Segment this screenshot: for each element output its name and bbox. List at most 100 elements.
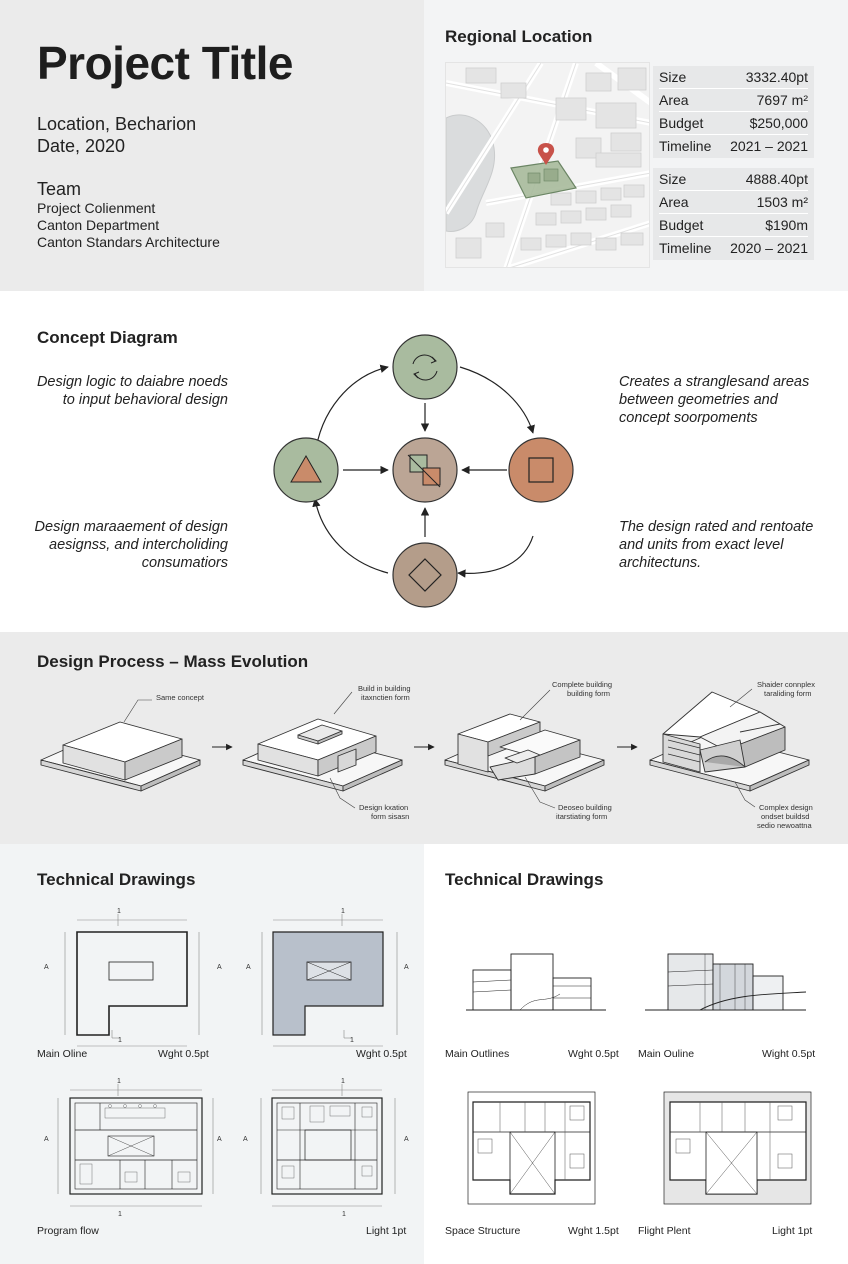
drawing-caption: Main Oline (37, 1048, 88, 1060)
concept-heading: Concept Diagram (37, 328, 178, 347)
concept-text-line: Design logic to daiabre noeds (36, 374, 228, 390)
process-note: Design kxation (359, 803, 408, 812)
concept-text-line: aesignss, and intercholiding (49, 537, 228, 553)
elevation-main-ouline (645, 953, 807, 1011)
stat-value: $250,000 (749, 115, 808, 131)
dim-mark: A (246, 964, 251, 971)
concept-inward-arrows (343, 403, 507, 537)
concept-section: Concept Diagram Design logic to daiabre … (0, 291, 848, 632)
stat-label: Size (659, 171, 687, 187)
concept-text-top-right: Creates a stranglesand areas between geo… (619, 373, 809, 427)
concept-text-line: Design maraaement of design (34, 519, 228, 535)
design-process-heading: Design Process – Mass Evolution (37, 652, 309, 671)
team-member: Canton Department (37, 217, 160, 233)
plan-filled (261, 914, 398, 1047)
process-note: sedio newoattna (757, 821, 812, 830)
concept-text-bottom-left: Design maraaement of design aesignss, an… (35, 518, 228, 572)
concept-text-line: to input behavioral design (62, 392, 228, 408)
drawing-weight: Light 1pt (366, 1225, 407, 1237)
design-process-section: Design Process – Mass Evolution (0, 632, 848, 844)
stats-row: Budget$190m (659, 214, 808, 237)
technical-right-heading: Technical Drawings (445, 870, 604, 889)
stat-label: Timeline (659, 240, 712, 256)
process-note: Same concept (156, 693, 205, 702)
plan-light (260, 1084, 396, 1207)
team-member: Project Colienment (37, 200, 156, 216)
concept-text-line: architectuns. (619, 555, 702, 571)
concept-text-top-left: Design logic to daiabre noeds to input b… (37, 373, 228, 409)
stat-label: Size (659, 69, 687, 85)
concept-node-center (392, 437, 458, 503)
stats-row: Timeline 2020 – 2021 (659, 237, 808, 260)
drawing-caption: Space Structure (445, 1225, 521, 1237)
mass-evolution-diagram: Same concept Build in building itaxnctie… (40, 680, 815, 830)
dim-mark: 1 (350, 1037, 354, 1044)
concept-text-bottom-right: The design rated and rentoate and units … (619, 518, 813, 572)
mass-stage-4 (649, 691, 810, 792)
site-map (445, 62, 650, 268)
team-heading: Team (37, 179, 82, 199)
plan-flight-plent (663, 1091, 812, 1205)
process-annotations: Same concept Build in building itaxnctie… (156, 680, 815, 830)
stat-value: 1503 m² (756, 194, 808, 210)
dim-mark: 1 (341, 908, 345, 915)
project-date: Date, 2020 (37, 136, 126, 156)
dim-mark: A (44, 1136, 49, 1143)
drawing-weight: Wght 0.5pt (356, 1048, 407, 1060)
dim-mark: A (404, 1136, 409, 1143)
concept-diagram (273, 334, 574, 608)
process-note: Complex design (759, 803, 813, 812)
plan-space-structure (467, 1091, 596, 1205)
dim-mark: 1 (118, 1211, 122, 1218)
process-note: form sisasn (371, 812, 409, 821)
dim-mark: A (404, 964, 409, 971)
stat-label: Budget (659, 217, 704, 233)
drawing-caption: Main Ouline (638, 1048, 695, 1060)
stat-value: 2020 – 2021 (730, 240, 808, 256)
drawing-caption: Flight Plent (638, 1225, 691, 1237)
drawing-weight: Wight 0.5pt (762, 1048, 816, 1060)
header-section: Project Title Location, Becharion Date, … (0, 0, 848, 291)
stat-label: Budget (659, 115, 704, 131)
regional-location-heading: Regional Location (445, 27, 593, 46)
elevation-main-outlines (466, 953, 606, 1011)
plan-program-flow (57, 1084, 214, 1207)
team-list: Project Colienment Canton Department Can… (37, 200, 220, 251)
process-note: building form (567, 689, 610, 698)
stats-row: Timeline 2021 – 2021 (659, 135, 808, 158)
concept-text-line: consumatiors (141, 555, 228, 571)
mass-stage-2 (242, 718, 403, 792)
dim-mark: 1 (118, 1037, 122, 1044)
concept-text-line: Creates a stranglesand areas (619, 374, 810, 390)
drawing-caption: Main Outlines (445, 1048, 510, 1060)
stat-label: Area (659, 92, 689, 108)
dim-mark: A (217, 964, 222, 971)
stat-value: 2021 – 2021 (730, 138, 808, 154)
stats-row: Area 7697 m² (659, 89, 808, 112)
plan-main-outline (64, 914, 200, 1047)
concept-node-left (273, 437, 339, 503)
drawing-weight: Wght 1.5pt (568, 1225, 619, 1237)
process-note: Complete building (552, 680, 612, 689)
stat-label: Timeline (659, 138, 712, 154)
stats-row: Size 4888.40pt (659, 168, 808, 191)
stat-value: 4888.40pt (745, 171, 808, 187)
concept-node-right (508, 437, 574, 503)
stat-value: 7697 m² (756, 92, 808, 108)
dim-mark: A (217, 1136, 222, 1143)
drawing-caption: Program flow (37, 1225, 99, 1237)
concept-text-line: between geometries and (619, 392, 778, 408)
dim-mark: A (44, 964, 49, 971)
process-note: Shaider connplex (757, 680, 815, 689)
site-map-graphic (446, 63, 649, 267)
team-member: Canton Standars Architecture (37, 234, 220, 250)
technical-drawings-section: Technical Drawings Technical Drawings (0, 844, 848, 1264)
process-note: ondset buildsd (761, 812, 809, 821)
dim-mark: A (243, 1136, 248, 1143)
concept-text-line: concept soorpoments (619, 410, 758, 426)
concept-node-top (392, 334, 458, 400)
